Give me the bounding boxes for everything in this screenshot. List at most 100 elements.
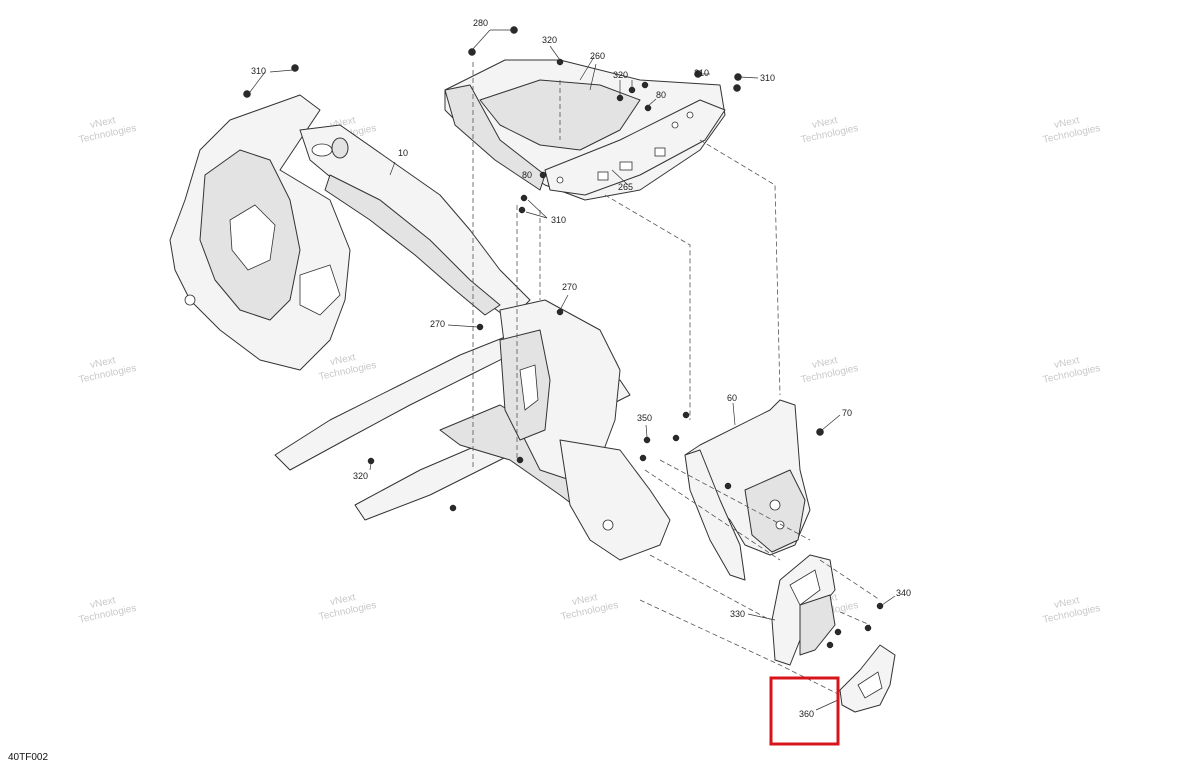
leader (732, 402, 736, 426)
leader (815, 699, 839, 711)
watermark-line1: vNext (571, 592, 599, 608)
nut-icon (682, 411, 690, 419)
align-line (659, 459, 811, 541)
callout-310: 310 (694, 68, 709, 78)
callout-310: 310 (551, 215, 566, 225)
bolt-icon (520, 194, 528, 202)
callout-340: 340 (896, 588, 911, 598)
callout-265: 265 (618, 182, 633, 192)
frame-bolt-hole (184, 294, 196, 306)
watermark: vNext Technologies (78, 595, 137, 626)
nut-icon (516, 456, 524, 464)
subframe-left-beam (444, 84, 546, 191)
watermark: vNext Technologies (800, 355, 859, 386)
bolt-icon (518, 206, 526, 214)
nut-icon (468, 48, 476, 56)
frame-front-cutout (519, 364, 539, 411)
bolt-icon (672, 434, 680, 442)
fasteners (243, 26, 884, 649)
subframe-hole (556, 176, 564, 184)
nut-icon (556, 58, 564, 66)
callout-270: 270 (562, 282, 577, 292)
callout-80: 80 (522, 170, 532, 180)
align-line (819, 559, 881, 601)
align-line (699, 139, 781, 396)
bolt-icon (643, 436, 651, 444)
leader (645, 424, 648, 438)
bolt-icon (733, 84, 741, 92)
bracket-330-flange (799, 594, 836, 656)
watermark: vNext Technologies (560, 592, 619, 623)
nut-icon (291, 64, 299, 72)
watermark-line1: vNext (811, 115, 839, 131)
subframe-slot (654, 147, 666, 157)
nut-icon (724, 482, 732, 490)
nut-icon (243, 90, 251, 98)
leader (611, 169, 629, 186)
leader (527, 199, 548, 219)
leader (739, 76, 759, 79)
nut-icon (556, 308, 564, 316)
main-frame-part-10 (169, 94, 671, 561)
callout-10: 10 (398, 148, 408, 158)
leader (821, 414, 841, 431)
subframe-hole (671, 121, 679, 129)
watermark-line1: vNext (89, 355, 117, 371)
align-line (604, 194, 691, 420)
alignment-lines (472, 62, 881, 696)
watermark: vNext Technologies (1042, 355, 1101, 386)
watermark: vNext Technologies (318, 592, 377, 623)
leader (647, 98, 657, 107)
align-line (649, 554, 771, 621)
leader-lines (249, 29, 896, 711)
nut-icon (834, 628, 842, 636)
bracket-60-hole (775, 520, 785, 530)
frame-left-cutout (229, 204, 276, 271)
nut-icon (644, 104, 652, 112)
watermark: vNext Technologies (78, 355, 137, 386)
skid-plate-part-360 (839, 644, 896, 713)
frame-left-cutout-2 (299, 264, 341, 316)
callout-260: 260 (590, 51, 605, 61)
callout-330: 330 (730, 609, 745, 619)
watermark-line1: vNext (89, 115, 117, 131)
leader (249, 71, 266, 93)
watermark: vNext Technologies (78, 115, 137, 146)
callout-350: 350 (637, 413, 652, 423)
frame-shock-tower (331, 137, 349, 159)
callout-70: 70 (842, 408, 852, 418)
skid-bracket-part-330 (771, 554, 836, 666)
callout-60: 60 (727, 393, 737, 403)
bracket-60-plate (744, 469, 806, 553)
bolt-icon (864, 624, 872, 632)
leader (579, 56, 595, 81)
plate-360-slot (857, 671, 883, 699)
nut-icon (449, 504, 457, 512)
leader (525, 211, 548, 219)
callout-320: 320 (542, 35, 557, 45)
leader (589, 63, 597, 91)
watermark-line1: vNext (1053, 595, 1081, 611)
align-line (839, 611, 871, 626)
highlight-box (769, 676, 840, 746)
watermark-line1: vNext (89, 595, 117, 611)
leader (881, 595, 896, 606)
callout-320: 320 (613, 70, 628, 80)
callout-280: 280 (473, 18, 488, 28)
leader (549, 45, 561, 61)
rear-frame-part-260 (444, 59, 726, 201)
leader (471, 29, 491, 51)
leader (447, 324, 479, 328)
leader (747, 613, 776, 621)
watermark-line1: vNext (329, 352, 357, 368)
leader (369, 462, 372, 471)
bolt-icon (639, 454, 647, 462)
leader (389, 161, 396, 176)
subframe-hole (686, 111, 694, 119)
callout-270: 270 (430, 319, 445, 329)
watermark-line1: vNext (1053, 355, 1081, 371)
watermark: vNext Technologies (1042, 595, 1101, 626)
front-bracket-part-60 (684, 399, 811, 581)
leader (269, 69, 294, 73)
